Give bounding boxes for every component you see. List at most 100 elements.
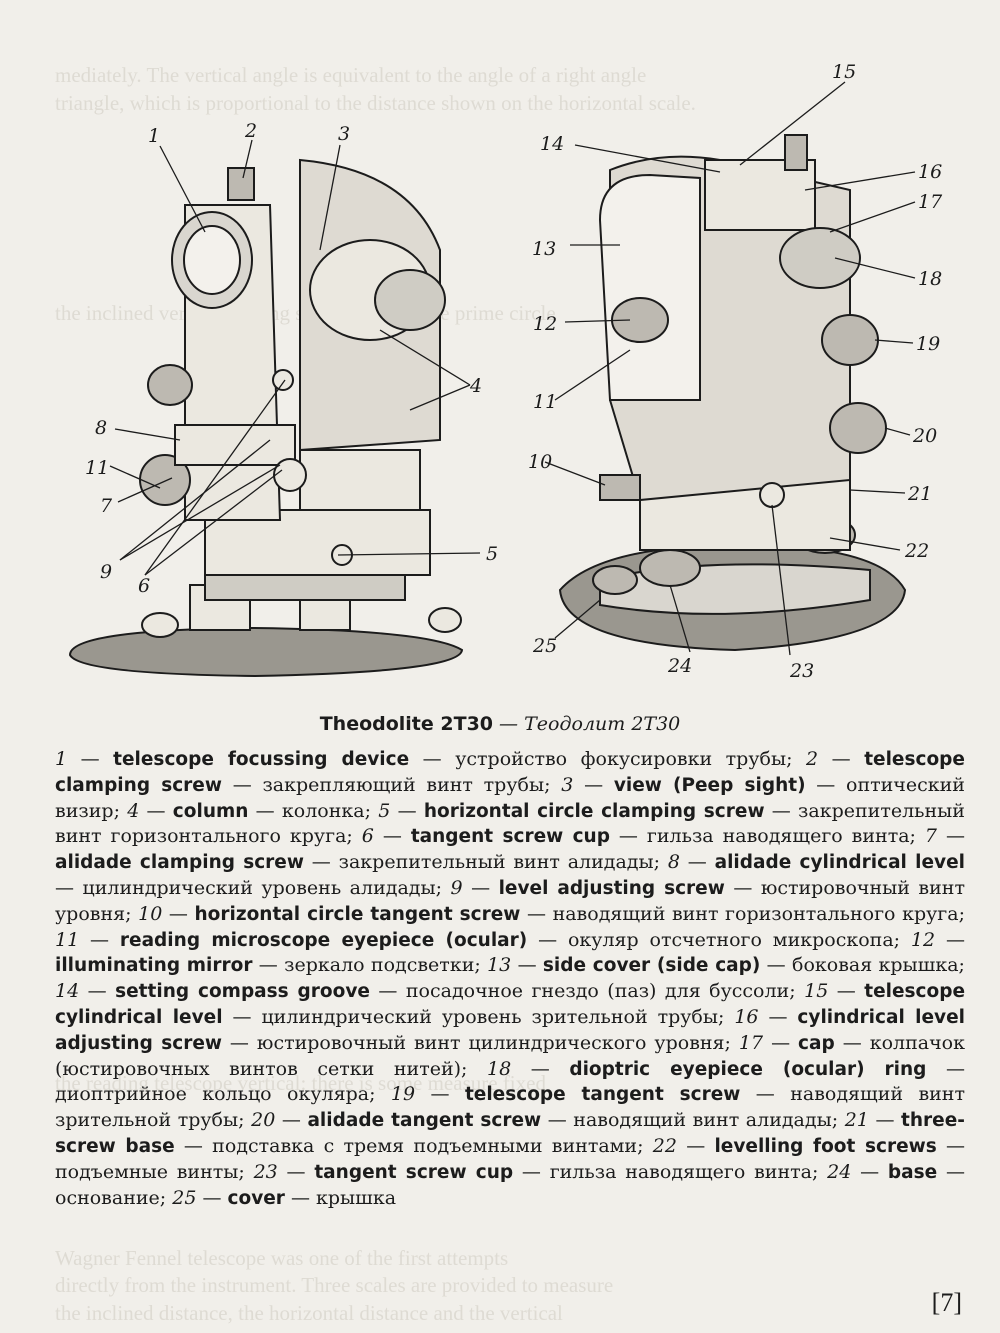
legend-number: 8 <box>667 851 680 874</box>
legend-number: 11 <box>55 928 80 951</box>
label-1: 1 <box>148 125 160 147</box>
legend-item-2: 2 — telescope clamping screw — закрепляю… <box>55 748 965 796</box>
label-23: 23 <box>789 660 814 682</box>
legend-number: 2 <box>806 748 819 770</box>
legend-term-en: side cover (side cap) <box>542 955 761 977</box>
legend-term-ru: гильза наводящего винта <box>646 825 910 848</box>
legend-number: 5 <box>378 799 391 822</box>
legend-number: 13 <box>487 954 512 977</box>
label-18: 18 <box>918 268 942 290</box>
legend-number: 17 <box>738 1031 764 1054</box>
legend-term-ru: оптический визир <box>55 773 965 822</box>
legend-term-en: three-screw base <box>55 1110 965 1157</box>
label-25: 25 <box>532 635 557 657</box>
legend-number: 3 <box>561 773 574 796</box>
legend-term-ru: колонка <box>281 799 365 822</box>
legend-term-ru: наводящий винт алидады <box>573 1109 832 1132</box>
legend-term-ru: крышка <box>316 1186 397 1209</box>
legend-item-18: 18 — dioptric eyepiece (ocular) ring — д… <box>55 1057 965 1106</box>
legend-item-3: 3 — view (Peep sight) — оптический визир… <box>55 773 965 822</box>
label-14: 14 <box>540 133 564 155</box>
label-2: 2 <box>244 120 257 142</box>
label-16: 16 <box>918 161 942 183</box>
legend-item-6: 6 — tangent screw cup — гильза наводящег… <box>361 825 925 848</box>
legend-term-en: alidade cylindrical level <box>714 852 965 874</box>
legend-term-en: column <box>172 800 249 822</box>
callout-lines <box>109 81 916 656</box>
label-17: 17 <box>918 191 943 213</box>
legend-item-12: 12 — illuminating mirror — зеркало подсв… <box>55 928 965 977</box>
caption-separator: — <box>493 713 525 735</box>
label-7: 7 <box>100 495 113 517</box>
legend-number: 24 <box>827 1160 852 1183</box>
legend-item-22: 22 — levelling foot screws — подъемные в… <box>55 1134 965 1183</box>
label-12: 12 <box>533 313 557 335</box>
label-13: 13 <box>532 238 556 260</box>
legend-number: 23 <box>253 1160 278 1183</box>
legend-item-23: 23 — tangent screw cup — гильза наводяще… <box>253 1160 828 1183</box>
legend-term-en: cylindrical level adjusting screw <box>55 1006 965 1054</box>
legend-term-en: dioptric eyepiece (ocular) ring <box>569 1058 927 1080</box>
legend-item-5: 5 — horizontal circle clamping screw — з… <box>55 799 965 848</box>
legend-term-en: setting compass groove <box>115 981 370 1003</box>
legend-term-en: telescope tangent screw <box>464 1084 741 1106</box>
label-15: 15 <box>832 61 856 83</box>
legend-number: 6 <box>361 825 374 848</box>
theodolite-figure: 1 2 3 4 5 6 7 8 9 10 11 11 12 13 14 15 1… <box>68 61 943 682</box>
legend-number: 16 <box>734 1005 759 1028</box>
theodolite-right-illustration <box>558 134 907 652</box>
label-21: 21 <box>907 483 932 505</box>
legend-number: 10 <box>138 902 163 925</box>
legend-item-11: 11 — reading microscope eyepiece (ocular… <box>55 928 911 951</box>
theodolite-left-illustration <box>68 158 464 678</box>
legend-item-15: 15 — telescope cylindrical level — цилин… <box>55 980 965 1028</box>
legend-term-en: horizontal circle tangent screw <box>194 903 521 925</box>
label-20: 20 <box>912 425 937 447</box>
label-4: 4 <box>469 375 482 397</box>
legend-term-ru: закрепляющий винт трубы <box>262 773 545 796</box>
legend-term-ru: устройство фокусировки трубы <box>455 748 787 770</box>
legend-term-en: level adjusting screw <box>498 877 725 899</box>
legend-term-en: alidade clamping screw <box>55 852 304 874</box>
label-3: 3 <box>338 123 350 145</box>
legend-item-1: 1 — telescope focussing device — устройс… <box>55 748 807 770</box>
legend-number: 9 <box>450 876 463 899</box>
legend-term-en: tangent screw cup <box>410 826 610 848</box>
legend-term-en: cover <box>227 1187 285 1209</box>
legend-term-ru: закрепительный винт алидады <box>338 851 654 874</box>
legend-term-ru: основание <box>55 1186 160 1209</box>
legend-term-en: telescope cylindrical level <box>55 981 965 1028</box>
figure-number-labels: 1 2 3 4 5 6 7 8 9 10 11 11 12 13 14 15 1… <box>85 61 943 682</box>
legend-item-19: 19 — telescope tangent screw — наводящий… <box>55 1083 965 1132</box>
legend-term-en: levelling foot screws <box>714 1135 937 1157</box>
legend-term-ru: юстировочный винт цилиндрического уровня <box>256 1031 725 1054</box>
page-number: [7] <box>931 1288 962 1317</box>
label-9: 9 <box>100 561 112 583</box>
caption-ru: Теодолит 2Т30 <box>524 713 681 735</box>
legend-term-en: view (Peep sight) <box>613 774 806 796</box>
legend-number: 4 <box>127 799 140 822</box>
label-24: 24 <box>667 655 692 677</box>
legend-item-17: 17 — cap — колпачок (юстировочных винтов… <box>55 1031 965 1080</box>
legend-number: 18 <box>487 1057 512 1080</box>
legend-term-ru: наводящий винт зрительной трубы <box>55 1083 965 1132</box>
legend-number: 25 <box>172 1186 197 1209</box>
label-19: 19 <box>916 333 940 355</box>
legend-item-16: 16 — cylindrical level adjusting screw —… <box>55 1005 965 1054</box>
legend-number: 20 <box>251 1109 276 1132</box>
caption-en: Theodolite 2T30 <box>319 713 494 735</box>
legend-number: 14 <box>55 980 80 1003</box>
legend-term-ru: юстировочный винт уровня <box>55 876 965 925</box>
legend-term-en: alidade tangent screw <box>307 1110 542 1132</box>
legend-item-10: 10 — horizontal circle tangent screw — н… <box>138 902 965 925</box>
legend-number: 22 <box>652 1134 677 1157</box>
legend-item-20: 20 — alidade tangent screw — наводящий в… <box>251 1109 845 1132</box>
legend-item-21: 21 — three-screw base — подставка с трем… <box>55 1109 965 1157</box>
legend-term-en: horizontal circle clamping screw <box>423 800 765 822</box>
label-8: 8 <box>95 417 107 439</box>
legend-term-ru: окуляр отсчетного микроскопа <box>567 928 894 951</box>
legend-term-en: base <box>887 1161 938 1183</box>
label-11-right: 11 <box>533 391 557 413</box>
legend-item-9: 9 — level adjusting screw — юстировочный… <box>55 876 965 925</box>
legend-number: 19 <box>390 1083 416 1106</box>
